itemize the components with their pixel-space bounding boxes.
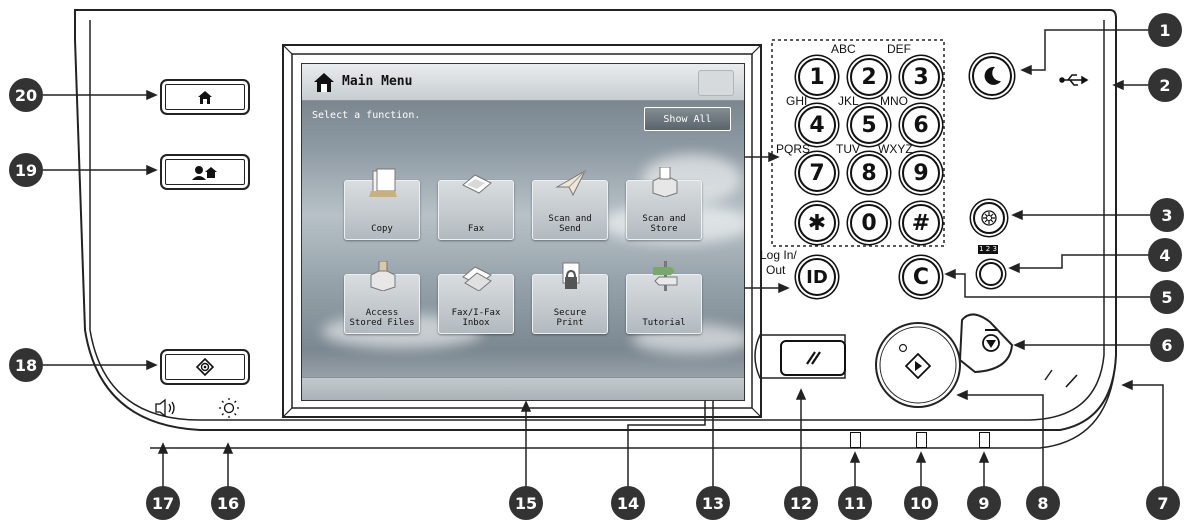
callout-11: 11 bbox=[838, 486, 872, 520]
screen-prompt: Select a function. bbox=[312, 110, 420, 121]
stop-icon bbox=[980, 328, 1002, 354]
stored-files-icon bbox=[367, 261, 399, 291]
error-indicator bbox=[979, 432, 990, 448]
tile-label: Access Stored Files bbox=[345, 308, 419, 328]
tile-label: Secure Print bbox=[533, 308, 607, 328]
tile-label: Scan and Store bbox=[627, 214, 701, 234]
secure-print-icon bbox=[555, 261, 587, 291]
screen-status-bar bbox=[302, 377, 744, 400]
callout-14: 14 bbox=[611, 486, 645, 520]
tutorial-tile[interactable]: Tutorial bbox=[626, 274, 702, 334]
screen-title: Main Menu bbox=[342, 74, 412, 89]
tutorial-icon bbox=[649, 261, 681, 291]
callout-18: 18 bbox=[9, 348, 43, 382]
callout-3: 3 bbox=[1150, 198, 1184, 232]
callout-12: 12 bbox=[784, 486, 818, 520]
tile-label: Tutorial bbox=[627, 318, 701, 328]
clear-key[interactable]: C bbox=[902, 258, 940, 296]
callout-6: 6 bbox=[1150, 328, 1184, 362]
home-icon bbox=[312, 71, 336, 93]
energy-saver-key[interactable] bbox=[972, 56, 1012, 96]
gear-icon bbox=[980, 209, 998, 227]
callout-8: 8 bbox=[1026, 486, 1060, 520]
asterisk-key[interactable]: ✱ bbox=[798, 204, 836, 242]
fax-tile[interactable]: Fax bbox=[438, 180, 514, 240]
counter-check-key[interactable] bbox=[979, 262, 1003, 286]
login-label: Log In/ bbox=[760, 248, 797, 262]
counter-label: 1 2 3 bbox=[978, 245, 998, 254]
numeric-key-0[interactable]: 0 bbox=[850, 204, 888, 242]
numeric-key-5[interactable]: 5 bbox=[850, 106, 888, 144]
callout-9: 9 bbox=[967, 486, 1001, 520]
key-letters: GHI bbox=[786, 94, 807, 108]
key-letters: ABC bbox=[831, 42, 856, 56]
status-monitor-icon bbox=[195, 357, 215, 377]
copy-tile[interactable]: Copy bbox=[344, 180, 420, 240]
scan-send-icon bbox=[555, 167, 587, 197]
numeric-key-8[interactable]: 8 bbox=[850, 154, 888, 192]
callout-10: 10 bbox=[904, 486, 938, 520]
numeric-key-1[interactable]: 1 bbox=[798, 58, 836, 96]
callout-5: 5 bbox=[1150, 280, 1184, 314]
screen-title-bar: Main Menu bbox=[302, 64, 744, 101]
copy-icon bbox=[367, 167, 399, 197]
numeric-key-7[interactable]: 7 bbox=[798, 154, 836, 192]
start-icon bbox=[905, 353, 931, 379]
numeric-key-6[interactable]: 6 bbox=[902, 106, 940, 144]
numeric-key-9[interactable]: 9 bbox=[902, 154, 940, 192]
pen-icon bbox=[1063, 372, 1081, 390]
callout-7: 7 bbox=[1146, 486, 1180, 520]
callout-20: 20 bbox=[9, 78, 43, 112]
callout-15: 15 bbox=[509, 486, 543, 520]
status-monitor-button[interactable] bbox=[160, 349, 250, 385]
callout-16: 16 bbox=[211, 486, 245, 520]
function-shortcut-button[interactable] bbox=[698, 70, 734, 96]
callout-2: 2 bbox=[1148, 68, 1182, 102]
fax-inbox-icon bbox=[461, 261, 493, 291]
callout-13: 13 bbox=[696, 486, 730, 520]
key-letters: WXYZ bbox=[878, 142, 913, 156]
scan-store-tile[interactable]: Scan and Store bbox=[626, 180, 702, 240]
key-letters: JKL bbox=[838, 94, 859, 108]
tile-label: Fax bbox=[439, 224, 513, 234]
main-menu-button[interactable] bbox=[160, 79, 250, 115]
main-power-indicator bbox=[850, 432, 861, 448]
tile-label: Scan and Send bbox=[533, 214, 607, 234]
key-letters: MNO bbox=[880, 94, 908, 108]
numeric-key-4[interactable]: 4 bbox=[798, 106, 836, 144]
callout-4: 4 bbox=[1148, 238, 1182, 272]
numeric-key-2[interactable]: 2 bbox=[850, 58, 888, 96]
home-icon bbox=[196, 89, 214, 105]
callout-1: 1 bbox=[1148, 13, 1182, 47]
fax-inbox-tile[interactable]: Fax/I-Fax Inbox bbox=[438, 274, 514, 334]
scan-store-icon bbox=[649, 167, 681, 197]
scan-send-tile[interactable]: Scan and Send bbox=[532, 180, 608, 240]
moon-icon bbox=[980, 64, 1004, 88]
access-stored-files-tile[interactable]: Access Stored Files bbox=[344, 274, 420, 334]
show-all-button[interactable]: Show All bbox=[644, 107, 731, 131]
login-label: Out bbox=[766, 263, 785, 277]
touch-panel-display[interactable]: Main Menu Select a function. Show All Co… bbox=[301, 63, 745, 401]
key-letters: PQRS bbox=[776, 142, 810, 156]
reset-key[interactable] bbox=[780, 340, 846, 376]
user-home-icon bbox=[191, 164, 219, 180]
key-letters: TUV bbox=[836, 142, 860, 156]
settings-registration-key[interactable] bbox=[973, 202, 1005, 234]
log-in-out-key[interactable]: ID bbox=[798, 258, 836, 296]
hash-key[interactable]: # bbox=[902, 204, 940, 242]
callout-17: 17 bbox=[146, 486, 180, 520]
reset-icon bbox=[803, 350, 823, 366]
callout-19: 19 bbox=[9, 153, 43, 187]
tile-label: Fax/I-Fax Inbox bbox=[439, 308, 513, 328]
fax-icon bbox=[461, 167, 493, 197]
tile-label: Copy bbox=[345, 224, 419, 234]
numeric-key-3[interactable]: 3 bbox=[902, 58, 940, 96]
secure-print-tile[interactable]: Secure Print bbox=[532, 274, 608, 334]
quick-menu-button[interactable] bbox=[160, 154, 250, 190]
key-letters: DEF bbox=[887, 42, 911, 56]
processing-data-indicator bbox=[916, 432, 927, 448]
